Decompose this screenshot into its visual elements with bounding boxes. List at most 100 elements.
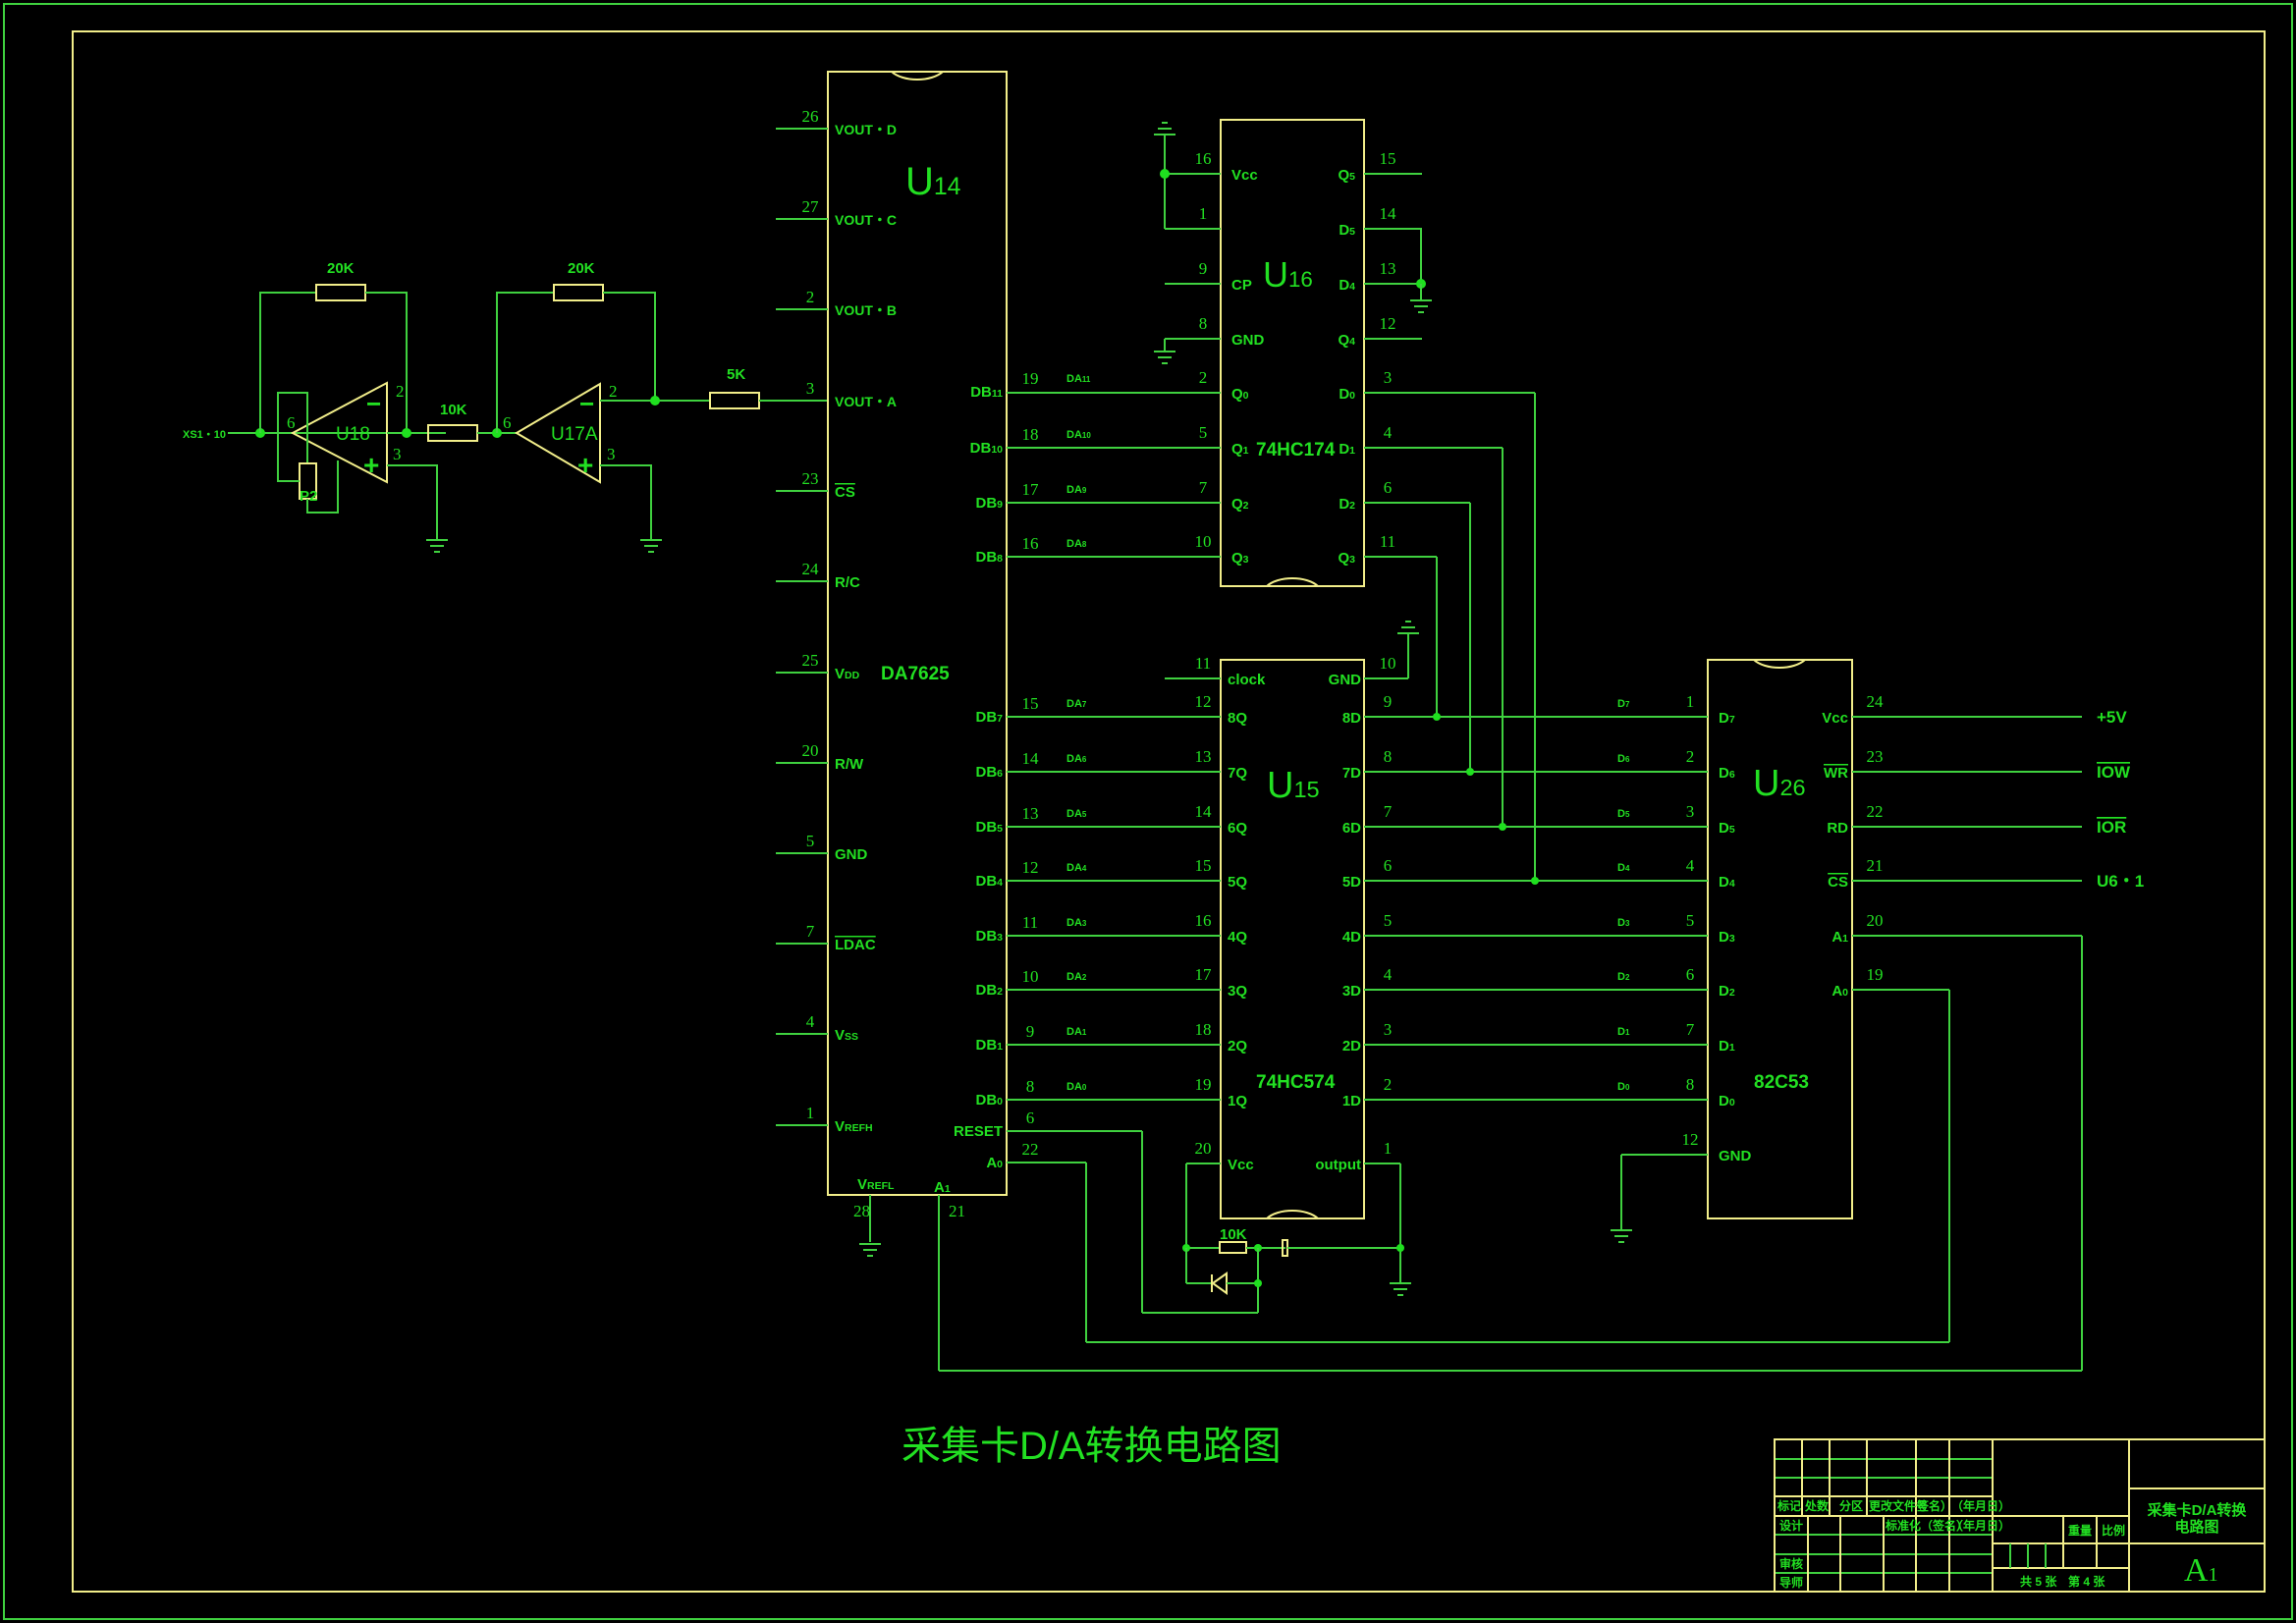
net-label: DA9 — [1066, 484, 1087, 496]
pin-number: 6 — [1384, 856, 1393, 875]
pin-number: 23 — [1867, 747, 1884, 766]
title-block-cell: 标记 — [1777, 1498, 1801, 1513]
pin-number: 5 — [1384, 911, 1393, 930]
drawing-title: 采集卡D/A转换电路图 — [902, 1425, 1282, 1468]
pin-number: 2 — [1199, 368, 1208, 387]
resistor-label: 20K — [327, 260, 355, 277]
pin-name: A1 — [1831, 929, 1848, 946]
op-amp-u17a — [515, 382, 601, 484]
pin-number: 13 — [1022, 804, 1039, 823]
pin-number: 22 — [1867, 802, 1884, 821]
pin-number: 18 — [1022, 425, 1039, 444]
title-block-cell: 第 4 张 — [2068, 1574, 2105, 1589]
pin-number: 2 — [1686, 747, 1695, 766]
pin-number: 19 — [1022, 369, 1039, 388]
title-block-cell: 签名） — [1916, 1498, 1952, 1513]
pin-number: 5 — [806, 832, 815, 850]
pin-name: A0 — [986, 1155, 1003, 1171]
signal-label: U6・1 — [2097, 872, 2144, 891]
title-block-cell: （年月日） — [1951, 1518, 2010, 1533]
chip-part: 82C53 — [1754, 1072, 1809, 1093]
pin-number: 11 — [1022, 913, 1038, 932]
signal-label: IOR — [2097, 818, 2126, 837]
pin-name: 4D — [1342, 929, 1361, 946]
junction — [1396, 1244, 1404, 1252]
pin-number: 3 — [1686, 802, 1695, 821]
pin-name: VOUT・C — [835, 212, 897, 228]
pin-number: 9 — [1026, 1022, 1035, 1041]
pin-number: 11 — [1195, 654, 1211, 673]
title-block-cell: 标准化（签名） — [1885, 1518, 1968, 1533]
svg-text:20K: 20K — [568, 260, 595, 277]
pin-name: R/W — [835, 756, 864, 773]
diode — [1211, 1271, 1228, 1295]
pin-number: 8 — [1026, 1077, 1035, 1096]
svg-text:6: 6 — [287, 413, 296, 432]
pin-number: 21 — [949, 1202, 965, 1220]
pin-name: 3D — [1342, 983, 1361, 1000]
pin-number: 13 — [1380, 259, 1396, 278]
outer-border — [3, 3, 2293, 1620]
pin-number: 7 — [1199, 478, 1208, 497]
net-label: DA2 — [1066, 971, 1087, 983]
pin-name: 2Q — [1228, 1038, 1247, 1055]
pin-name: Q4 — [1338, 332, 1355, 349]
chip-part: 74HC174 — [1256, 440, 1336, 460]
interconnect-wires — [938, 392, 2083, 1372]
pot-label: P2 — [300, 488, 317, 505]
junction — [1254, 1279, 1262, 1287]
pin-name: DB10 — [970, 440, 1004, 457]
pin-name: output — [1315, 1157, 1361, 1173]
drawing-name: 采集卡D/A转换 — [2147, 1501, 2248, 1519]
pin-name: D6 — [1719, 765, 1735, 782]
pin-number: 19 — [1195, 1075, 1212, 1094]
pin-number: 12 — [1195, 692, 1212, 711]
net-label: D7 — [1617, 698, 1630, 710]
chip-ref: U26 — [1753, 763, 1806, 804]
pin-name: RESET — [954, 1123, 1003, 1140]
pin-name: 4Q — [1228, 929, 1247, 946]
svg-text:+: + — [363, 450, 379, 480]
pin-number: 7 — [1686, 1020, 1695, 1039]
pin-name: RD — [1827, 820, 1848, 837]
pin-name: Vcc — [1231, 167, 1258, 184]
pin-number: 17 — [1195, 965, 1213, 984]
title-block-cell: 处数 — [1804, 1498, 1830, 1513]
chip-u14: U14DA762526VOUT・D27VOUT・C2VOUT・B3VOUT・A2… — [776, 71, 1091, 1257]
pin-number: 9 — [1384, 692, 1393, 711]
pin-name: 7D — [1342, 765, 1361, 782]
pin-number: 25 — [802, 651, 819, 670]
pin-number: 16 — [1195, 149, 1212, 168]
pin-name: 8D — [1342, 710, 1361, 727]
pin-name: VREFH — [835, 1118, 873, 1135]
title-block-cell: 设计 — [1779, 1518, 1803, 1533]
pin-number: 4 — [806, 1012, 815, 1031]
chip-body — [1220, 659, 1365, 1219]
net-label: D3 — [1617, 917, 1630, 929]
net-label: DA8 — [1066, 538, 1087, 550]
pin-number: 6 — [1026, 1109, 1035, 1127]
pin-name: DB3 — [975, 928, 1003, 945]
pin-name: GND — [1329, 672, 1362, 688]
pin-name: Q2 — [1231, 496, 1249, 513]
pin-name: A1 — [934, 1179, 951, 1196]
pin-number: 12 — [1682, 1130, 1699, 1149]
pin-number: 2 — [806, 288, 815, 306]
svg-text:5K: 5K — [727, 366, 745, 383]
pin-number: 15 — [1195, 856, 1212, 875]
pin-number: 7 — [1384, 802, 1393, 821]
pin-name: R/C — [835, 574, 860, 591]
net-label: DA4 — [1066, 862, 1087, 874]
pin-name: D2 — [1719, 983, 1735, 1000]
pin-number: 3 — [1384, 1020, 1393, 1039]
net-label: DA1 — [1066, 1026, 1087, 1038]
pin-number: 5 — [1686, 911, 1695, 930]
pin-number: 17 — [1022, 480, 1040, 499]
chip-part: 74HC574 — [1256, 1072, 1336, 1093]
pin-number: 8 — [1686, 1075, 1695, 1094]
net-label: D6 — [1617, 753, 1630, 765]
pin-name: D1 — [1719, 1038, 1735, 1055]
junction — [1531, 877, 1539, 885]
chip-u15: U1574HC57411clock128Q137Q146Q155Q164Q173… — [1007, 621, 1419, 1313]
pin-name: DB9 — [975, 495, 1003, 512]
